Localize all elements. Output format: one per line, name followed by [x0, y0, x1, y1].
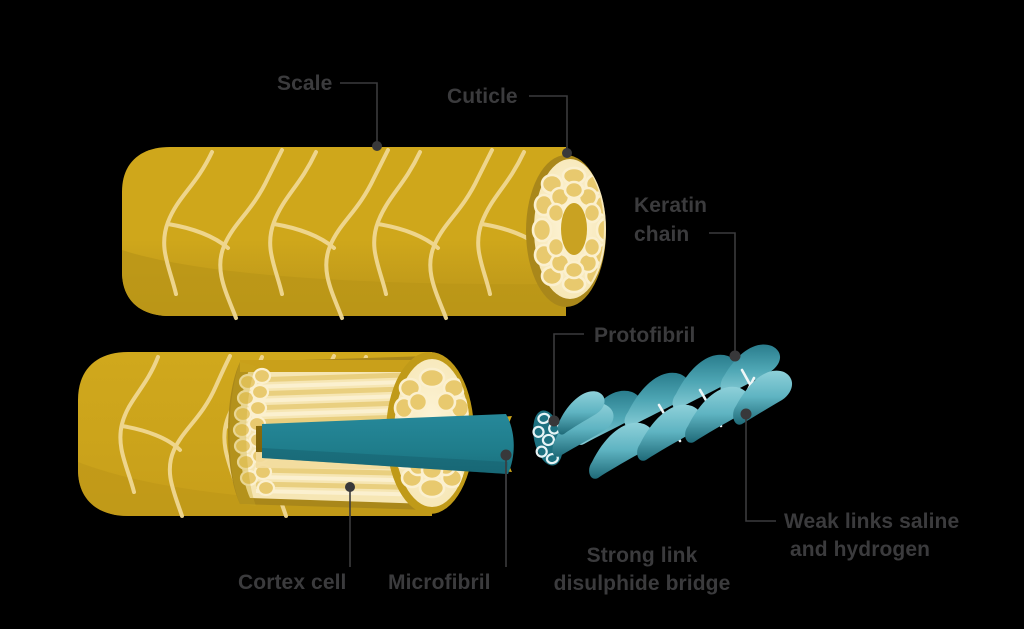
label-weak-links-line2: and hydrogen [790, 538, 930, 561]
protofibril-leader [553, 333, 584, 417]
upper-cortex-cells [531, 166, 604, 294]
label-strong-link-line2: disulphide bridge [554, 572, 731, 595]
lower-cut-opening [229, 362, 256, 506]
label-keratin-chain-line2: chain [634, 223, 689, 246]
label-cuticle: Cuticle [447, 85, 518, 108]
leader-lines [340, 82, 776, 567]
strong-link-leader-dot [500, 449, 512, 461]
upper-medulla [561, 203, 587, 255]
label-keratin-chain-line1: Keratin [634, 194, 707, 217]
scale-leader [340, 82, 378, 142]
cuticle-leader [529, 95, 568, 149]
helix-lead-coil [557, 391, 605, 435]
keratin-chain-leader-dot [729, 350, 741, 362]
labels: Scale Cuticle Keratin chain Protofibril … [238, 72, 959, 595]
weak-links-leader [745, 418, 776, 522]
protofibril-body-shadow [262, 448, 508, 474]
scale-leader-dot [372, 141, 382, 151]
label-cortex-cell: Cortex cell [238, 571, 346, 594]
label-strong-link-line1: Strong link [587, 544, 698, 567]
keratin-helix [552, 344, 793, 479]
label-protofibril: Protofibril [594, 324, 695, 347]
label-scale: Scale [277, 72, 332, 95]
label-weak-links-line1: Weak links saline [784, 510, 959, 533]
label-microfibril: Microfibril [388, 571, 491, 594]
cortex-cell-leader-dot [345, 482, 355, 492]
upper-shaft-shading [122, 250, 566, 316]
weak-links-leader-dot [740, 408, 752, 420]
cuticle-leader-dot [562, 148, 572, 158]
keratin-chain-leader [709, 232, 736, 352]
protofibril-leader-dot [548, 415, 560, 427]
upper-hair-shaft [122, 147, 606, 320]
